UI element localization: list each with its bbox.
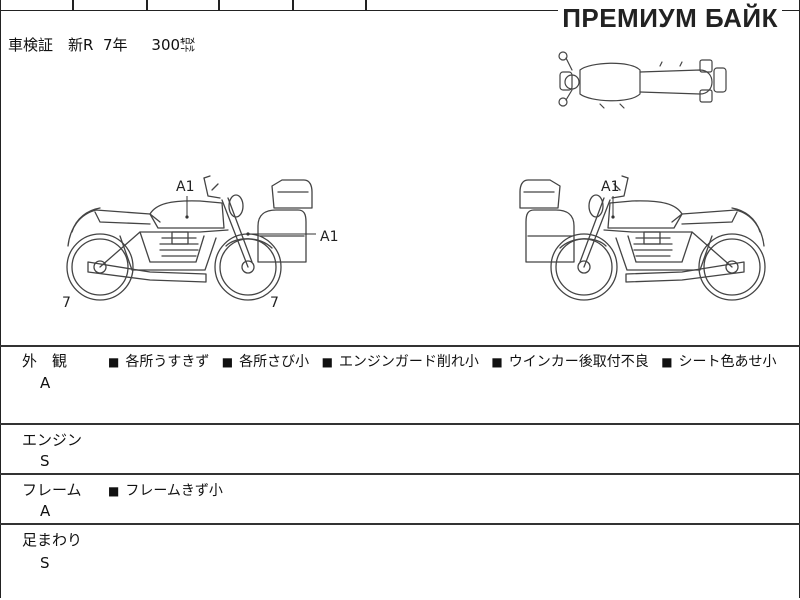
header-table-edge xyxy=(0,0,800,11)
bullet-icon: ■ xyxy=(108,484,120,498)
bullet-icon: ■ xyxy=(108,355,120,369)
bullet-icon: ■ xyxy=(321,355,333,369)
inspection-years: 7年 xyxy=(103,36,128,54)
row-divider xyxy=(0,473,800,475)
inspection-status: 新R xyxy=(68,36,94,54)
row-grade-frame: A xyxy=(40,502,51,520)
note-item: ■各所うすきず xyxy=(108,354,210,370)
row-notes-exterior: ■各所うすきず ■各所さび小 ■エンジンガード削れ小 ■ウインカー後取付不良 ■… xyxy=(108,351,785,371)
left-rear-wheel-code: 7 xyxy=(62,295,71,311)
row-grade-suspension: S xyxy=(40,554,50,572)
left-tank-damage-code: A1 xyxy=(176,179,194,195)
row-notes-frame: ■フレームきず小 xyxy=(108,480,231,500)
row-label-suspension: 足まわり xyxy=(22,531,83,549)
motorcycle-top-view xyxy=(558,51,727,109)
row-divider xyxy=(0,523,800,525)
motorcycle-left-view xyxy=(66,175,316,301)
left-front-wheel-code: 7 xyxy=(270,295,279,311)
row-label-engine: エンジン xyxy=(22,431,83,449)
damage-diagram: A1 A1 7 7 A1 xyxy=(62,51,766,311)
bullet-icon: ■ xyxy=(661,355,673,369)
right-tank-damage-code: A1 xyxy=(601,179,619,195)
row-divider xyxy=(0,423,800,425)
inspection-info: 車検証 新R 7年 300㌖ xyxy=(8,34,195,55)
left-bag-damage-code: A1 xyxy=(320,229,338,245)
row-grade-exterior: A xyxy=(40,374,51,392)
note-item: ■フレームきず小 xyxy=(108,483,223,499)
row-grade-engine: S xyxy=(40,452,50,470)
watermark-logo: ПРЕМИУМ БАЙК xyxy=(558,2,782,34)
note-item: ■各所さび小 xyxy=(221,354,310,370)
inspection-mileage: 300㌖ xyxy=(151,36,196,54)
row-label-exterior: 外 観 xyxy=(22,352,68,370)
row-label-frame: フレーム xyxy=(22,481,82,499)
motorcycle-right-view xyxy=(519,175,766,301)
bullet-icon: ■ xyxy=(491,355,503,369)
inspection-label: 車検証 xyxy=(8,36,54,54)
section-divider xyxy=(0,345,800,347)
note-item: ■シート色あせ小 xyxy=(661,354,777,370)
note-item: ■エンジンガード削れ小 xyxy=(321,354,479,370)
bullet-icon: ■ xyxy=(221,355,234,369)
note-item: ■ウインカー後取付不良 xyxy=(491,354,649,370)
